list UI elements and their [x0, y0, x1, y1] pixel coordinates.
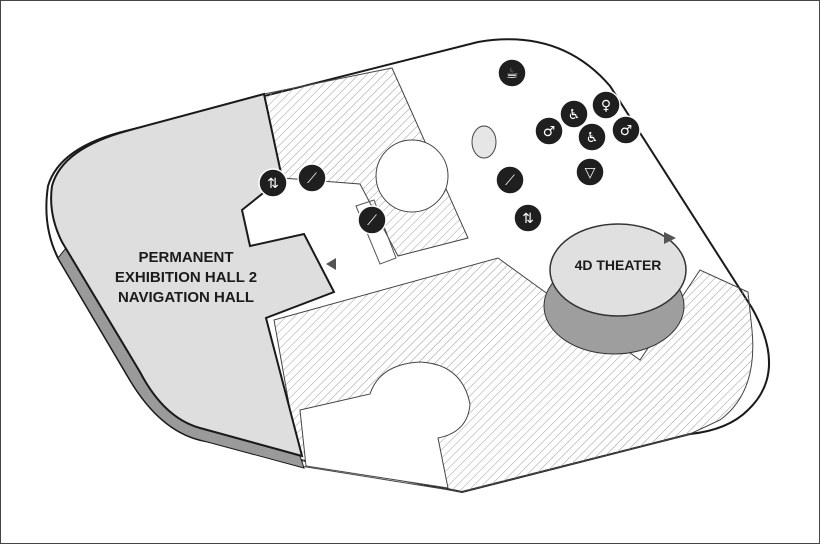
elevator-icon-right: ⇅	[513, 203, 543, 233]
escalator-icon-center-glyph: ⟋	[367, 213, 377, 229]
direction-arrow-left	[326, 258, 336, 270]
elevator-icon-left-glyph: ⇅	[267, 176, 279, 192]
escalator-icon-left-glyph: ⟋	[307, 171, 317, 187]
accessible-restroom-icon-1-glyph: ♿	[568, 107, 581, 123]
direction-arrow-right	[664, 232, 676, 244]
theater-label: 4D THEATER	[575, 257, 662, 273]
womens-restroom-icon: ♀	[591, 90, 621, 120]
accessible-restroom-icon-1: ♿	[559, 99, 589, 129]
theater-dome-top	[549, 223, 687, 317]
escalator-icon-right-glyph: ⟋	[505, 173, 515, 189]
mens-restroom-icon-2: ♂	[611, 115, 641, 145]
pillar-oval	[471, 125, 497, 159]
hall-label-line3: NAVIGATION HALL	[118, 289, 254, 306]
cafe-icon-glyph: ☕	[506, 66, 519, 82]
escalator-icon-center: ⟋	[357, 205, 387, 235]
icon-layer: ☕♿♿♀♂♂▽⇅⟋⟋⟋⇅	[258, 58, 641, 235]
atrium-center	[375, 139, 449, 213]
accessible-restroom-icon-2-glyph: ♿	[586, 130, 599, 146]
escalator-icon-right: ⟋	[495, 165, 525, 195]
escalator-icon-left: ⟋	[297, 163, 327, 193]
hall-label-line2: EXHIBITION HALL 2	[115, 269, 257, 286]
escalator-stairs	[355, 199, 397, 265]
atrium-south	[299, 361, 471, 489]
elevator-icon-left: ⇅	[258, 168, 288, 198]
elevator-icon-right-glyph: ⇅	[522, 211, 534, 227]
drinking-water-icon: ▽	[575, 157, 605, 187]
accessible-restroom-icon-2: ♿	[577, 122, 607, 152]
mens-restroom-icon-2-glyph: ♂	[620, 123, 633, 139]
womens-restroom-icon-glyph: ♀	[601, 98, 611, 114]
mens-restroom-icon-1: ♂	[534, 116, 564, 146]
cafe-icon: ☕	[497, 58, 527, 88]
drinking-water-icon-glyph: ▽	[585, 165, 596, 181]
mens-restroom-icon-1-glyph: ♂	[543, 124, 556, 140]
hall-label-line1: PERMANENT	[138, 249, 233, 266]
